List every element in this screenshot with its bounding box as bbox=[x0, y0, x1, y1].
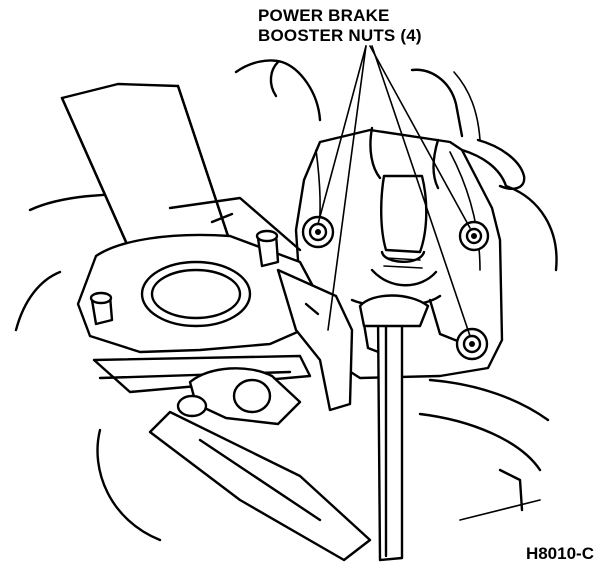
callout-leader-lines bbox=[317, 45, 471, 337]
stud-upper bbox=[255, 229, 280, 268]
callout-line-2: BOOSTER NUTS (4) bbox=[258, 26, 422, 45]
dash-panel-outline bbox=[14, 59, 558, 332]
lower-housing-outline bbox=[96, 378, 550, 542]
callout-line-1: POWER BRAKE bbox=[258, 6, 390, 25]
figure-id: H8010-C bbox=[525, 544, 594, 563]
column-support-bracket bbox=[76, 196, 354, 412]
brake-pushrod bbox=[358, 294, 430, 562]
lower-steering-shaft bbox=[92, 354, 372, 562]
booster-nuts-callout: POWER BRAKE BOOSTER NUTS (4) bbox=[258, 6, 422, 46]
stud-left bbox=[89, 291, 114, 326]
booster-nut-upper-left bbox=[301, 215, 335, 249]
booster-nut-lower-right bbox=[455, 327, 489, 361]
booster-nut-upper-right bbox=[458, 220, 490, 252]
